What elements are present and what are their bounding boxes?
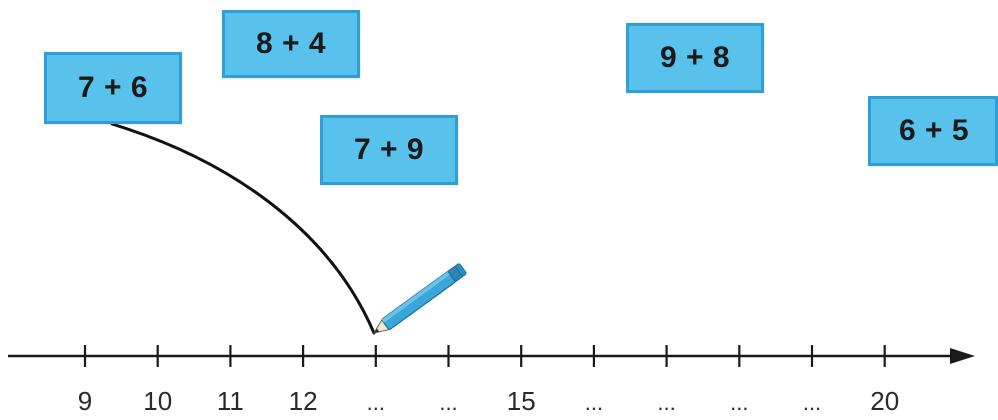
tick-label: ... xyxy=(367,390,385,415)
tick-label: 15 xyxy=(507,386,536,416)
tick-labels: 9 10 11 12...... 15............ 20 xyxy=(78,386,899,416)
expression-card: 7 + 6 xyxy=(44,52,182,124)
expression-card: 8 + 4 xyxy=(222,10,360,78)
tick-label: 20 xyxy=(870,386,899,416)
jump-arc xyxy=(110,122,376,335)
expression-card: 7 + 9 xyxy=(320,115,458,185)
tick-label: ... xyxy=(657,390,675,415)
tick-label: 10 xyxy=(143,386,172,416)
pencil-icon xyxy=(372,263,467,334)
tick-label: 12 xyxy=(289,386,318,416)
tick-marks xyxy=(83,345,886,367)
tick-label: 11 xyxy=(217,386,244,416)
tick-label: 9 xyxy=(78,386,92,416)
tick-label: ... xyxy=(730,390,748,415)
expression-card: 9 + 8 xyxy=(626,23,764,93)
tick-label: ... xyxy=(439,390,457,415)
tick-label: ... xyxy=(803,390,821,415)
tick-label: ... xyxy=(585,390,603,415)
expression-card: 6 + 5 xyxy=(868,96,998,166)
axis-arrowhead xyxy=(950,348,975,364)
